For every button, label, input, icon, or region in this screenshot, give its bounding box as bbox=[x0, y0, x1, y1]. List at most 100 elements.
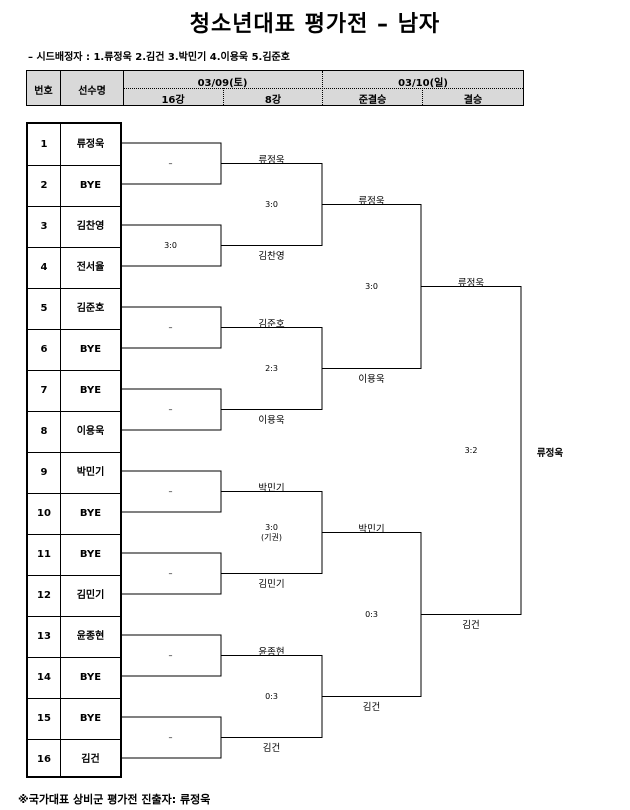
qf-player-name: 류정욱 bbox=[258, 154, 285, 166]
player-name: 박민기 bbox=[76, 467, 105, 478]
player-row: 7 BYE bbox=[28, 370, 120, 411]
r16-score: – bbox=[168, 568, 173, 578]
sf-player-name: 김건 bbox=[362, 701, 381, 713]
player-row: 10 BYE bbox=[28, 493, 120, 534]
qf-player-name: 박민기 bbox=[258, 482, 285, 494]
seed-line: – 시드배정자 : 1.류정욱 2.김건 3.박민기 4.이용욱 5.김준호 bbox=[28, 52, 290, 63]
r16-score: 3:0 bbox=[164, 240, 177, 250]
final-player-name: 김건 bbox=[462, 619, 480, 631]
qf-player-name: 김민기 bbox=[258, 578, 285, 590]
row-divider bbox=[28, 739, 120, 740]
player-number: 11 bbox=[37, 549, 51, 560]
row-divider bbox=[28, 657, 120, 658]
player-name: 전서율 bbox=[76, 262, 105, 273]
player-name: BYE bbox=[79, 385, 102, 396]
r16-score: – bbox=[168, 322, 173, 332]
final-score: 3:2 bbox=[464, 445, 478, 455]
player-row: 3 김찬영 bbox=[28, 206, 120, 247]
header-final: 결승 bbox=[463, 95, 483, 106]
player-number: 9 bbox=[40, 467, 48, 478]
row-divider bbox=[28, 493, 120, 494]
qf-score: 2:3 bbox=[265, 363, 278, 373]
player-name: 김찬영 bbox=[76, 221, 105, 232]
player-name: BYE bbox=[79, 344, 102, 355]
player-name: 김민기 bbox=[76, 590, 105, 601]
r16-score: – bbox=[168, 158, 173, 168]
qf-player-name: 김준호 bbox=[258, 318, 285, 330]
qf-player-name: 윤종현 bbox=[258, 646, 285, 658]
qf-score: 0:3 bbox=[265, 691, 278, 701]
player-number: 3 bbox=[40, 221, 48, 232]
header-day2: 03/10(일) bbox=[398, 78, 448, 89]
row-divider bbox=[28, 370, 120, 371]
sf-score: 3:0 bbox=[365, 281, 378, 291]
player-name: BYE bbox=[79, 672, 102, 683]
player-row: 1 류정욱 bbox=[28, 124, 120, 165]
sf-player-name: 류정욱 bbox=[358, 195, 385, 207]
row-divider bbox=[28, 698, 120, 699]
header-round-16: 16강 bbox=[161, 95, 185, 106]
final-player-name: 류정욱 bbox=[457, 277, 485, 289]
player-row: 11 BYE bbox=[28, 534, 120, 575]
final-bracket-line bbox=[421, 286, 522, 615]
player-number: 2 bbox=[40, 180, 48, 191]
player-number: 1 bbox=[40, 139, 48, 150]
player-row: 5 김준호 bbox=[28, 288, 120, 329]
qf-player-name: 김찬영 bbox=[258, 250, 285, 262]
sf-player-name: 박민기 bbox=[358, 523, 385, 535]
player-name: BYE bbox=[79, 508, 102, 519]
row-divider bbox=[28, 165, 120, 166]
footer-note: ※국가대표 상비군 평가전 진출자: 류정욱 bbox=[18, 793, 211, 806]
row-divider bbox=[28, 329, 120, 330]
qf-player-name: 김건 bbox=[262, 742, 281, 754]
player-number: 4 bbox=[40, 262, 48, 273]
row-divider bbox=[28, 534, 120, 535]
player-name: BYE bbox=[79, 549, 102, 560]
player-name: 이용욱 bbox=[76, 426, 105, 437]
header-semifinal: 준결승 bbox=[358, 95, 387, 106]
player-number: 8 bbox=[40, 426, 48, 437]
page-title: 청소년대표 평가전 – 남자 bbox=[189, 12, 441, 37]
player-name: BYE bbox=[79, 713, 102, 724]
header-no: 번호 bbox=[34, 86, 53, 97]
player-name: 류정욱 bbox=[76, 139, 105, 150]
player-number: 10 bbox=[37, 508, 51, 519]
player-number: 5 bbox=[40, 303, 48, 314]
sf-score: 0:3 bbox=[365, 609, 378, 619]
player-row: 9 박민기 bbox=[28, 452, 120, 493]
champion-name: 류정욱 bbox=[536, 447, 564, 459]
player-number: 15 bbox=[37, 713, 51, 724]
r16-score: – bbox=[168, 404, 173, 414]
header-player: 선수명 bbox=[78, 86, 106, 97]
player-number: 6 bbox=[40, 344, 48, 355]
qf-score: 3:0 (기권) bbox=[261, 522, 282, 542]
player-number: 7 bbox=[40, 385, 48, 396]
sf-player-name: 이용욱 bbox=[358, 373, 385, 385]
player-row: 16 김건 bbox=[28, 739, 120, 780]
qf-player-name: 이용욱 bbox=[258, 414, 285, 426]
player-row: 12 김민기 bbox=[28, 575, 120, 616]
r16-score: – bbox=[168, 650, 173, 660]
row-divider bbox=[28, 206, 120, 207]
row-divider bbox=[28, 616, 120, 617]
player-row: 4 전서율 bbox=[28, 247, 120, 288]
player-number: 16 bbox=[37, 754, 51, 765]
header-day1: 03/09(토) bbox=[197, 78, 248, 89]
row-divider bbox=[28, 411, 120, 412]
qf-score: 3:0 bbox=[265, 199, 278, 209]
player-number: 12 bbox=[37, 590, 51, 601]
player-name: 윤종현 bbox=[76, 631, 105, 642]
row-divider bbox=[28, 288, 120, 289]
player-name: 김건 bbox=[81, 754, 100, 765]
player-row: 15 BYE bbox=[28, 698, 120, 739]
r16-score: – bbox=[168, 732, 173, 742]
header-quarterfinal: 8강 bbox=[264, 95, 282, 106]
player-name: 김준호 bbox=[76, 303, 105, 314]
player-row: 6 BYE bbox=[28, 329, 120, 370]
row-divider bbox=[28, 575, 120, 576]
